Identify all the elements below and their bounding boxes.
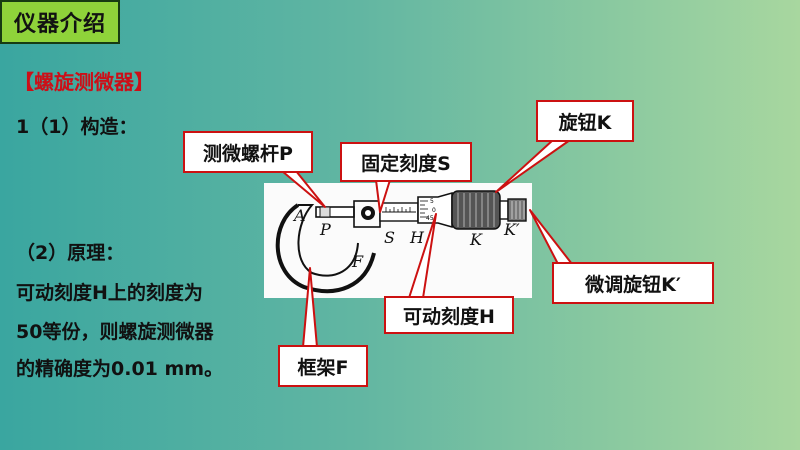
label-a: A [292, 206, 306, 225]
principle-line-1: 可动刻度H上的刻度为 [16, 282, 203, 304]
section-badge: 仪器介绍 [0, 0, 120, 44]
arrow-kprime [529, 209, 573, 265]
callout-thimble-scale: 可动刻度H [384, 296, 514, 334]
label-p: P [319, 220, 331, 239]
scale-mark-5: 5 [430, 198, 434, 205]
arrow-f [302, 267, 318, 348]
header-title: 仪器介绍 [13, 12, 106, 37]
label-k: K [469, 230, 483, 249]
principle-label: （2）原理： [16, 242, 125, 264]
label-s: S [384, 228, 395, 247]
label-f: F [351, 252, 364, 271]
principle-line-3: 的精确度为0.01 mm。 [16, 358, 224, 380]
arrow-s [375, 179, 391, 213]
micrometer-drawing: 5 0 45 A P S H K K′ F [275, 190, 527, 294]
scale-mark-45: 45 [426, 215, 434, 222]
micrometer-diagram: 5 0 45 A P S H K K′ F [264, 183, 532, 298]
arrow-p [281, 170, 326, 208]
arrow-h [408, 213, 437, 299]
label-h: H [409, 228, 425, 247]
callout-spindle: 测微螺杆P [183, 131, 313, 173]
structure-label: 1（1）构造： [16, 116, 138, 138]
label-kprime: K′ [503, 220, 520, 239]
callout-fine-knob: 微调旋钮K′ [552, 262, 714, 304]
scale-mark-0: 0 [432, 207, 436, 214]
principle-line-2: 50等份，则螺旋测微器 [16, 321, 214, 343]
section-heading: 【螺旋测微器】 [14, 70, 154, 94]
callout-sleeve-scale: 固定刻度S [340, 142, 472, 182]
callout-knob: 旋钮K [536, 100, 634, 142]
callout-frame: 框架F [278, 345, 368, 387]
arrow-k [495, 139, 571, 193]
